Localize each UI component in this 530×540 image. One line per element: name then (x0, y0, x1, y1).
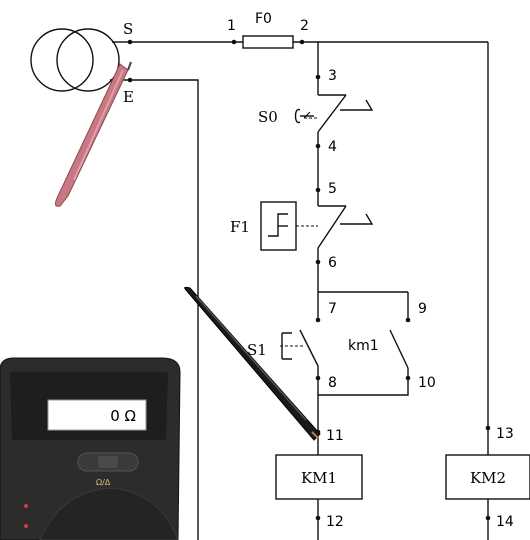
contact-km1: 9 km1 10 (348, 301, 436, 391)
km1-coil-pin-12: 12 (326, 514, 344, 530)
km1-pin-9: 9 (418, 301, 427, 317)
coil-km1: 11 KM1 12 (275, 428, 363, 540)
wire-branch-bottom (317, 378, 409, 396)
multimeter-reading: 0 Ω (110, 407, 136, 425)
multimeter-range-label: Ω/Δ (96, 478, 111, 487)
switch-s0: 3 S0 4 (258, 68, 374, 155)
s0-pin-4: 4 (328, 139, 337, 155)
s1-pin-7: 7 (328, 301, 337, 317)
fuse-body (242, 35, 294, 49)
s0-pin-3: 3 (328, 68, 337, 84)
overload-f1: 5 F1 6 (230, 181, 374, 271)
km2-coil-label: KM2 (470, 469, 506, 487)
transformer-coil-left (30, 28, 94, 92)
coil-km2: 13 KM2 14 (445, 425, 530, 540)
multimeter-display (47, 399, 147, 431)
f1-pin-5: 5 (328, 181, 337, 197)
km2-coil-pin-13: 13 (496, 426, 514, 442)
km1-pin-10: 10 (418, 375, 436, 391)
black-probe-tip (311, 431, 319, 439)
red-probe[interactable] (54, 61, 132, 207)
black-probe[interactable] (184, 286, 321, 441)
red-probe-tip (127, 61, 132, 71)
black-probe-body (184, 286, 321, 441)
fuse-pin-1: 1 (227, 18, 236, 34)
multimeter[interactable]: 0 Ω Ω/Δ (0, 357, 181, 540)
f1-pin-6: 6 (328, 255, 337, 271)
fuse-pin-2: 2 (300, 18, 309, 34)
km1-label: km1 (348, 338, 379, 354)
terminal-e-label: E (123, 88, 134, 106)
wire-e-return (130, 79, 199, 540)
km2-coil-box (445, 454, 530, 500)
s0-label: S0 (258, 108, 278, 126)
fuse-label: F0 (255, 11, 272, 27)
s1-label: S1 (247, 341, 267, 359)
pushbutton-s1: 7 S1 8 (247, 301, 337, 391)
s1-pin-8: 8 (328, 375, 337, 391)
transformer: S E (30, 20, 134, 106)
f1-label: F1 (230, 218, 250, 236)
terminal-s-label: S (123, 20, 133, 38)
km1-coil-label: KM1 (301, 469, 337, 487)
km2-coil-pin-14: 14 (496, 514, 514, 530)
km1-coil-pin-11: 11 (326, 428, 344, 444)
multimeter-dial[interactable] (39, 487, 179, 540)
transformer-coil-right (56, 28, 120, 92)
km1-coil-box (275, 454, 363, 500)
